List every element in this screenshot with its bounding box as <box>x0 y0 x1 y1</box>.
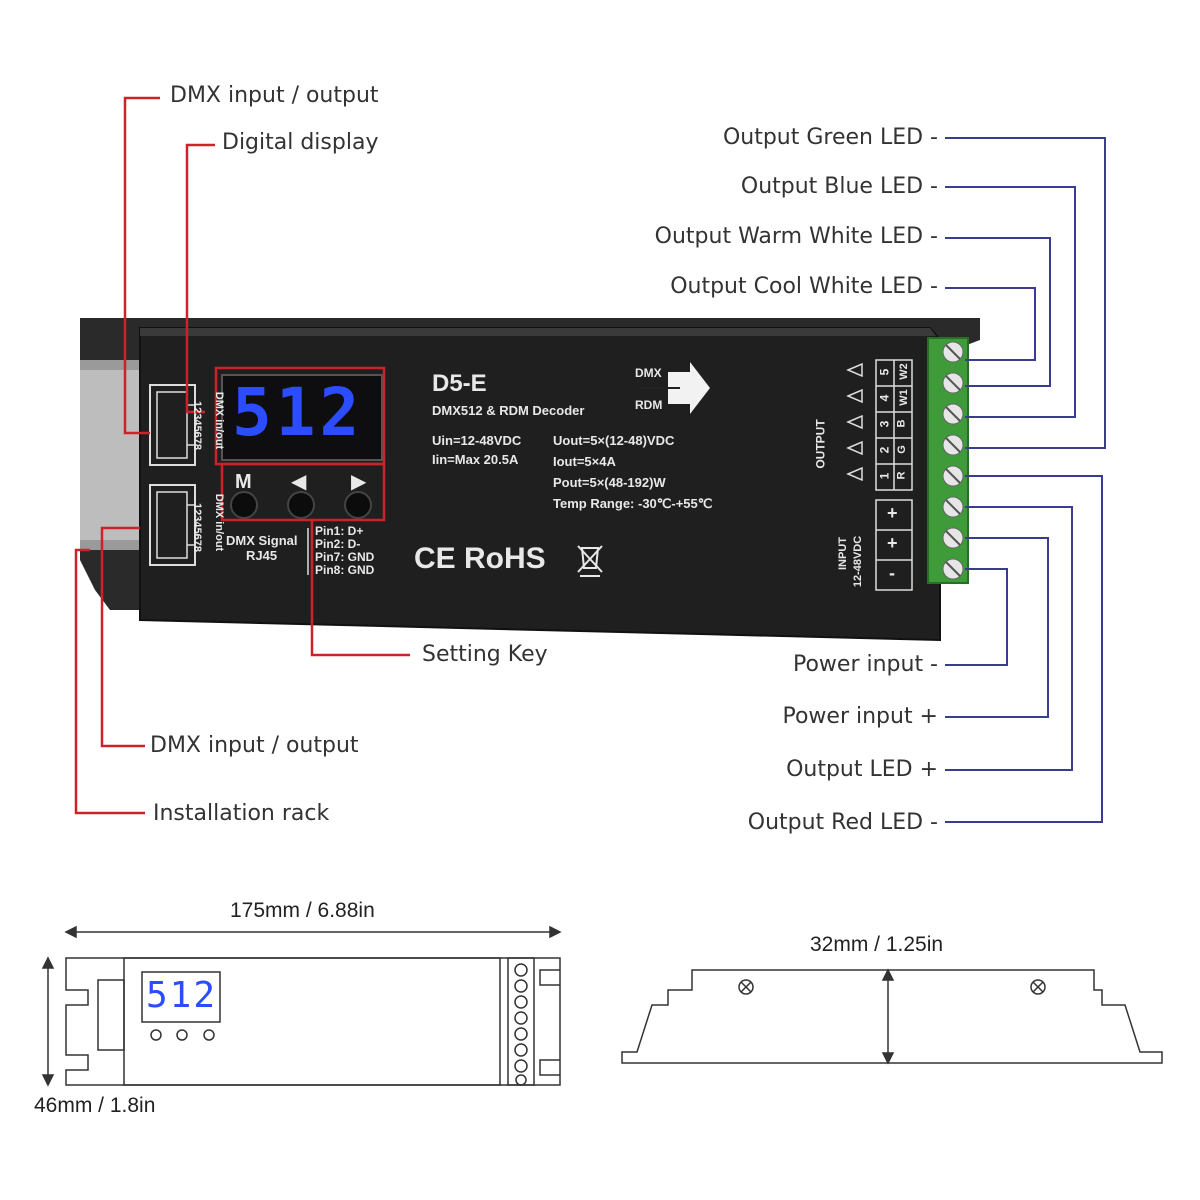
rj45-port-top <box>149 384 196 466</box>
pin-label-1: Pin1: D+ <box>315 524 364 538</box>
port-pins-top: 12345678 <box>190 401 203 450</box>
dmx-badge-bottom: RDM <box>635 398 663 412</box>
channel-number-4: 4 <box>877 394 892 402</box>
channel-number-3: 3 <box>877 420 892 428</box>
dmx-badge-top: DMX <box>635 366 662 380</box>
button-label-m: M <box>235 471 252 493</box>
channel-number-5: 5 <box>877 368 892 376</box>
front-dimension-drawing <box>41 925 562 1087</box>
callout-output-blue: Output Blue LED - <box>740 174 938 199</box>
callout-output-red: Output Red LED - <box>747 810 938 835</box>
input-label: INPUT <box>837 537 849 570</box>
callout-setting-key: Setting Key <box>422 642 548 667</box>
callout-output-led-plus: Output LED + <box>786 757 938 782</box>
spec-pout: Pout=5×(48-192)W <box>553 475 666 490</box>
channel-table <box>875 359 913 591</box>
side-profile-drawing <box>621 968 1163 1065</box>
channel-letter-w2: W2 <box>897 363 910 380</box>
display-window <box>221 374 383 461</box>
channel-letter-b: B <box>895 419 908 428</box>
spec-iin: Iin=Max 20.5A <box>432 452 519 467</box>
small-display-digits: 512 <box>146 975 218 1016</box>
terminal-block <box>927 337 969 584</box>
channel-number-1: 1 <box>877 472 892 480</box>
pin-label-7: Pin7: GND <box>315 550 375 564</box>
ce-rohs-mark: CE RoHS <box>414 542 546 575</box>
channel-letter-w1: W1 <box>897 389 910 406</box>
spec-uout: Uout=5×(12-48)VDC <box>553 433 675 448</box>
power-sign-1: + <box>887 503 898 523</box>
input-voltage-label: 12-48VDC <box>852 535 865 588</box>
power-sign-2: + <box>887 533 898 553</box>
callout-output-cool-white: Output Cool White LED - <box>670 274 938 299</box>
callout-output-warm-white: Output Warm White LED - <box>654 224 938 249</box>
spec-uin: Uin=12-48VDC <box>432 433 522 448</box>
callout-power-minus: Power input - <box>792 652 938 677</box>
dmx-rdm-badge <box>668 362 710 414</box>
dimension-thickness: 32mm / 1.25in <box>810 933 944 956</box>
model-name: D5-E <box>432 370 487 397</box>
callout-power-plus: Power input + <box>782 704 938 729</box>
button-label-right: ▶ <box>351 471 367 493</box>
port-pins-bottom: 12345678 <box>190 503 203 552</box>
callout-dmx-io-top: DMX input / output <box>170 83 379 108</box>
red-leader-lines <box>74 96 410 815</box>
blue-leader-lines <box>945 137 1106 823</box>
model-subtitle: DMX512 & RDM Decoder <box>432 403 585 418</box>
callout-digital-display: Digital display <box>222 130 379 155</box>
display-digits: 512 <box>232 374 364 451</box>
spec-temp: Temp Range: -30℃-+55℃ <box>553 496 713 511</box>
power-sign-3: - <box>889 563 895 583</box>
weee-bin-icon <box>577 545 603 577</box>
spec-iout: Iout=5×4A <box>553 454 616 469</box>
dimension-height: 46mm / 1.8in <box>34 1094 156 1117</box>
callout-installation-rack: Installation rack <box>153 801 330 826</box>
output-label: OUTPUT <box>813 419 828 469</box>
mode-button[interactable] <box>230 491 258 519</box>
led-diode-icons <box>846 362 863 482</box>
pin-label-8: Pin8: GND <box>315 563 375 577</box>
left-button[interactable] <box>287 491 315 519</box>
button-label-left: ◀ <box>291 471 307 493</box>
port-label-bottom: DMX in/out <box>213 493 226 552</box>
signal-label-rj45: RJ45 <box>246 548 278 563</box>
callout-output-green: Output Green LED - <box>722 125 938 150</box>
dimension-length: 175mm / 6.88in <box>230 899 375 922</box>
signal-label: DMX Signal <box>226 533 298 548</box>
channel-number-2: 2 <box>877 446 892 454</box>
channel-letter-r: R <box>895 471 908 480</box>
port-label-top: DMX in/out <box>213 391 226 450</box>
decoder-device <box>80 318 980 642</box>
right-button[interactable] <box>344 491 372 519</box>
callout-dmx-io-bottom: DMX input / output <box>150 733 359 758</box>
channel-letter-g: G <box>895 445 908 454</box>
rj45-port-bottom <box>149 484 196 566</box>
pin-label-2: Pin2: D- <box>315 537 361 551</box>
